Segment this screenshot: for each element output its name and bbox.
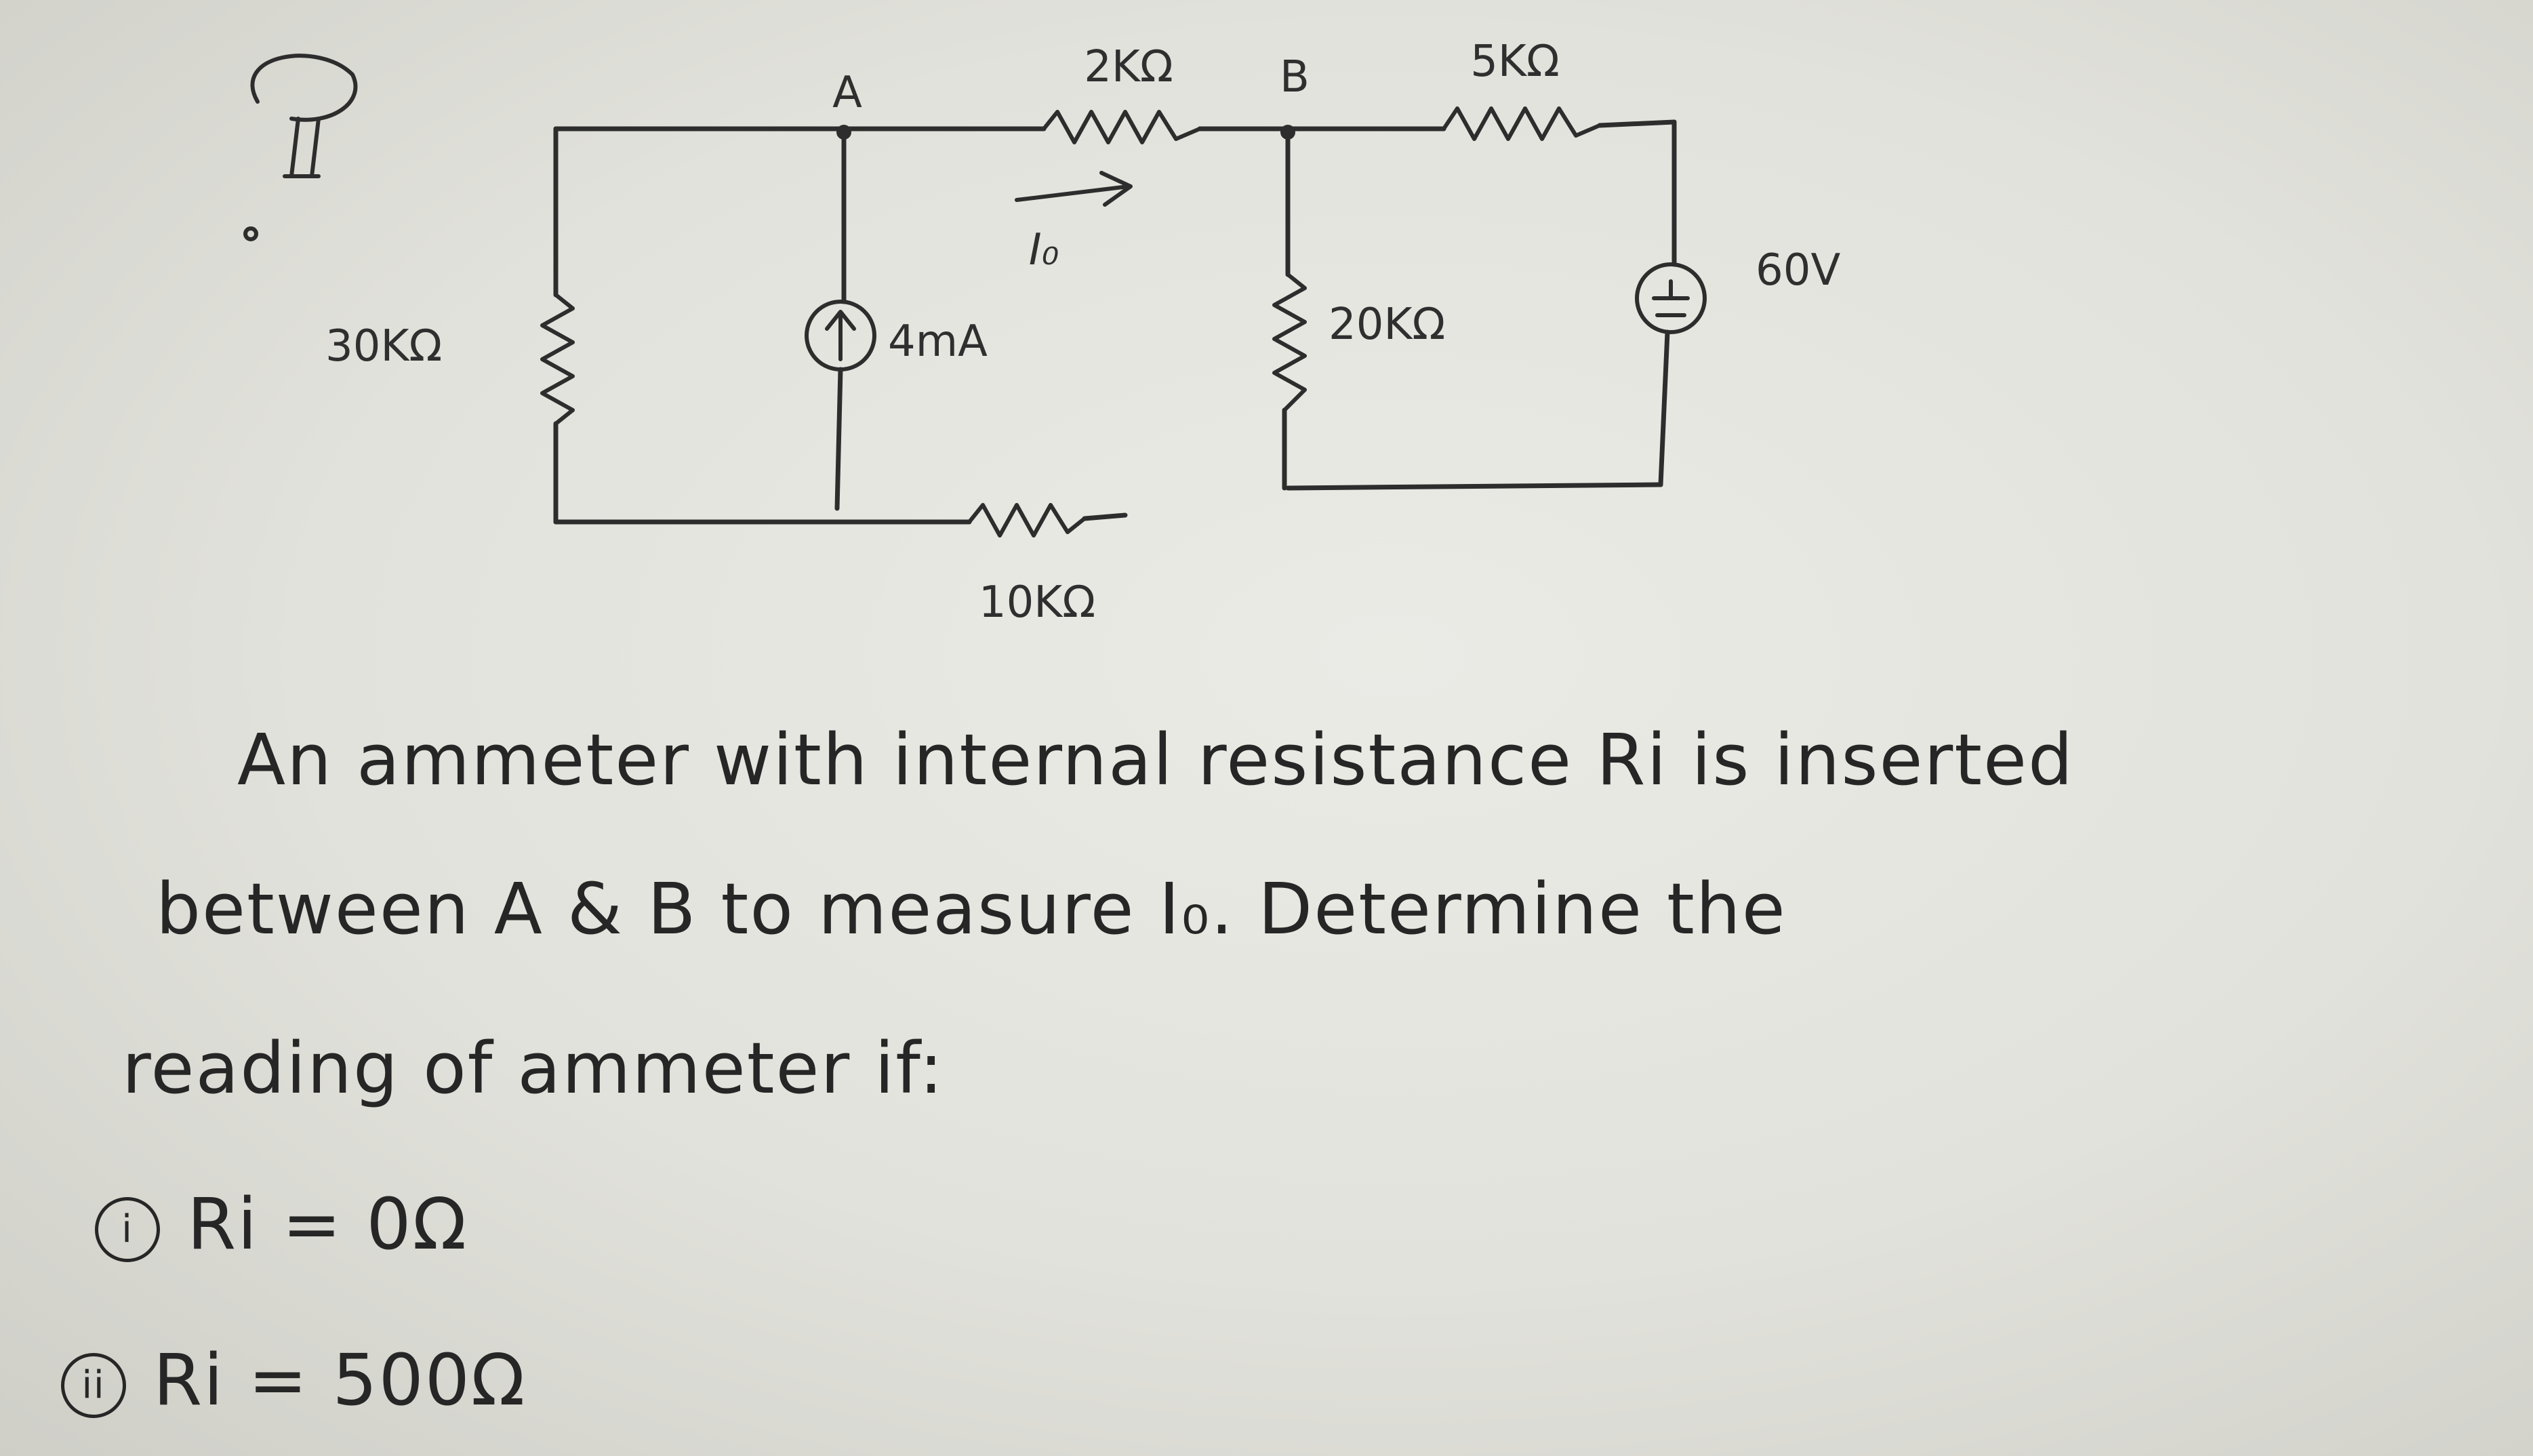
case-2-text: Ri = 500Ω	[153, 1339, 527, 1421]
resistor-20k-label: 20KΩ	[1329, 300, 1445, 350]
case-1: i Ri = 0Ω	[95, 1183, 468, 1266]
node-b-dot	[1280, 125, 1295, 140]
doodle-icon	[243, 54, 358, 241]
node-a-dot	[836, 125, 851, 140]
circuit-wires	[553, 119, 1677, 525]
resistor-10k-label: 10KΩ	[979, 578, 1095, 628]
current-label: I₀	[1029, 225, 1059, 275]
current-source-label: 4mA	[888, 317, 988, 367]
current-arrow-icon	[1015, 171, 1133, 207]
resistor-2k-symbol	[1042, 110, 1202, 144]
resistor-2k-label: 2KΩ	[1084, 42, 1173, 92]
current-source-icon	[805, 300, 876, 371]
problem-line-2: between A & B to measure I₀. Determine t…	[156, 868, 1787, 950]
case-1-text: Ri = 0Ω	[187, 1183, 468, 1266]
case-1-marker: i	[95, 1196, 160, 1262]
resistor-20k-symbol	[1272, 272, 1307, 412]
voltage-source-icon	[1635, 262, 1707, 334]
resistor-5k-label: 5KΩ	[1470, 37, 1560, 87]
node-a-label: A	[832, 68, 862, 118]
case-2: ii Ri = 500Ω	[61, 1339, 526, 1421]
circuit-diagram: A B 2KΩ 5KΩ 30KΩ 20KΩ 10KΩ 4mA 60V I₀	[243, 37, 1840, 628]
case-2-marker: ii	[61, 1352, 126, 1418]
node-b-label: B	[1280, 52, 1310, 102]
problem-line-1: An ammeter with internal resistance Ri i…	[237, 719, 2075, 801]
resistor-10k-symbol	[967, 503, 1087, 538]
voltage-source-label: 60V	[1756, 245, 1840, 296]
resistor-30k-label: 30KΩ	[325, 321, 442, 371]
resistor-5k-symbol	[1442, 106, 1602, 141]
problem-line-3: reading of ammeter if:	[122, 1027, 945, 1110]
resistor-30k-symbol	[540, 293, 575, 426]
